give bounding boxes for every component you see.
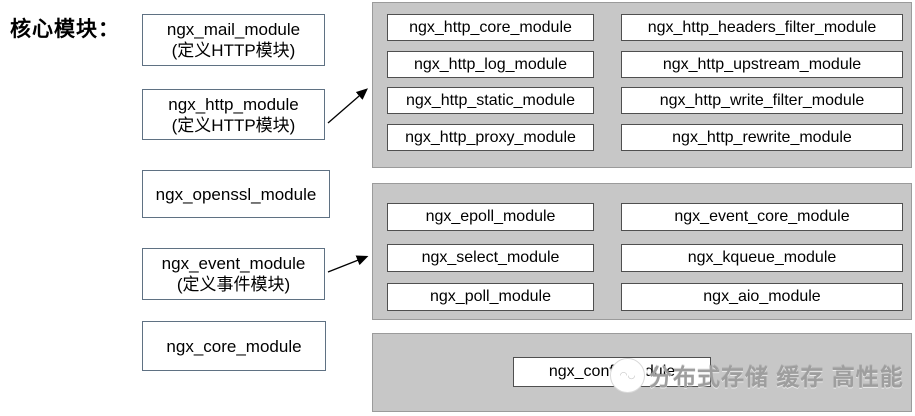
box-ngx-mail-module: ngx_mail_module (定义HTTP模块) (142, 14, 325, 66)
panel-http-modules: ngx_http_core_module ngx_http_log_module… (372, 2, 912, 168)
box-ngx-core-module: ngx_core_module (142, 321, 326, 371)
arrow-http-module-to-panel (327, 88, 368, 124)
box-ngx-http-log-module: ngx_http_log_module (387, 51, 594, 78)
core-modules-label: 核心模块： (10, 18, 120, 41)
box-ngx-http-static-module: ngx_http_static_module (387, 87, 594, 114)
box-ngx-openssl-module: ngx_openssl_module (142, 170, 330, 218)
box-ngx-http-write-filter-module: ngx_http_write_filter_module (621, 87, 903, 114)
box-ngx-aio-module: ngx_aio_module (621, 283, 903, 311)
box-ngx-select-module: ngx_select_module (387, 244, 594, 272)
box-ngx-http-proxy-module: ngx_http_proxy_module (387, 124, 594, 151)
module-subtitle: (定义事件模块) (176, 275, 291, 294)
box-ngx-http-rewrite-module: ngx_http_rewrite_module (621, 124, 903, 151)
panel-conf-modules: ngx_conf_module (372, 333, 912, 412)
box-ngx-http-core-module: ngx_http_core_module (387, 14, 594, 41)
module-name: ngx_http_module (168, 94, 299, 114)
box-ngx-http-upstream-module: ngx_http_upstream_module (621, 51, 903, 78)
module-subtitle: (定义HTTP模块) (171, 115, 296, 135)
box-ngx-epoll-module: ngx_epoll_module (387, 203, 594, 231)
box-ngx-http-module: ngx_http_module (定义HTTP模块) (142, 89, 325, 140)
box-ngx-event-core-module: ngx_event_core_module (621, 203, 903, 231)
box-ngx-event-module: ngx_event_module (定义事件模块) (142, 248, 325, 300)
module-name: ngx_openssl_module (155, 184, 317, 204)
box-ngx-poll-module: ngx_poll_module (387, 283, 594, 311)
box-ngx-http-headers-filter-module: ngx_http_headers_filter_module (621, 14, 903, 41)
box-ngx-conf-module: ngx_conf_module (513, 357, 711, 387)
module-name: ngx_core_module (166, 336, 302, 356)
module-name: ngx_event_module (161, 254, 306, 273)
box-ngx-kqueue-module: ngx_kqueue_module (621, 244, 903, 272)
module-subtitle: (定义HTTP模块) (171, 41, 296, 60)
module-name: ngx_mail_module (166, 20, 301, 39)
panel-event-modules: ngx_epoll_module ngx_select_module ngx_p… (372, 183, 912, 320)
arrow-event-module-to-panel (327, 255, 369, 273)
